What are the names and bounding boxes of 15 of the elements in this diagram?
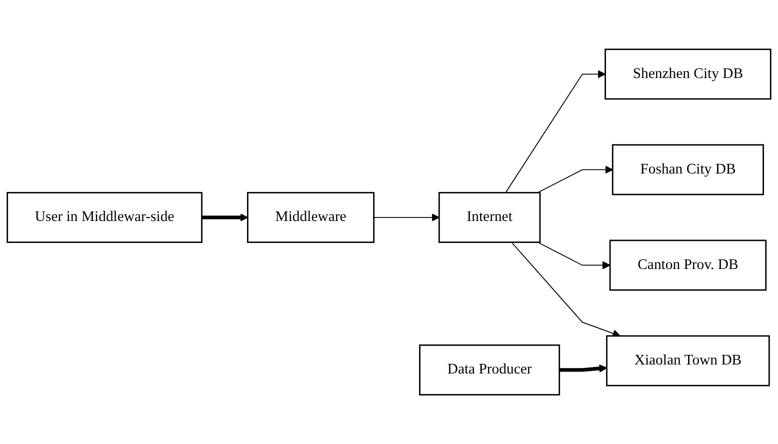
arrow (511, 242, 620, 338)
node-box: Foshan City DB (612, 144, 764, 196)
arrow (373, 213, 440, 222)
arrow (537, 242, 610, 270)
arrow (202, 213, 248, 222)
node-box: Data Producer (419, 344, 560, 396)
node-box: Middleware (247, 192, 375, 243)
arrow (505, 70, 606, 194)
node-box: Shenzhen City DB (604, 48, 772, 100)
node-box: User in Middlewar-side (6, 192, 202, 243)
node-box: Xiaolan Town DB (606, 335, 770, 386)
node-box: Internet (438, 192, 541, 243)
node-box: Canton Prov. DB (609, 240, 767, 291)
arrow (559, 364, 608, 372)
arrow (537, 166, 613, 194)
